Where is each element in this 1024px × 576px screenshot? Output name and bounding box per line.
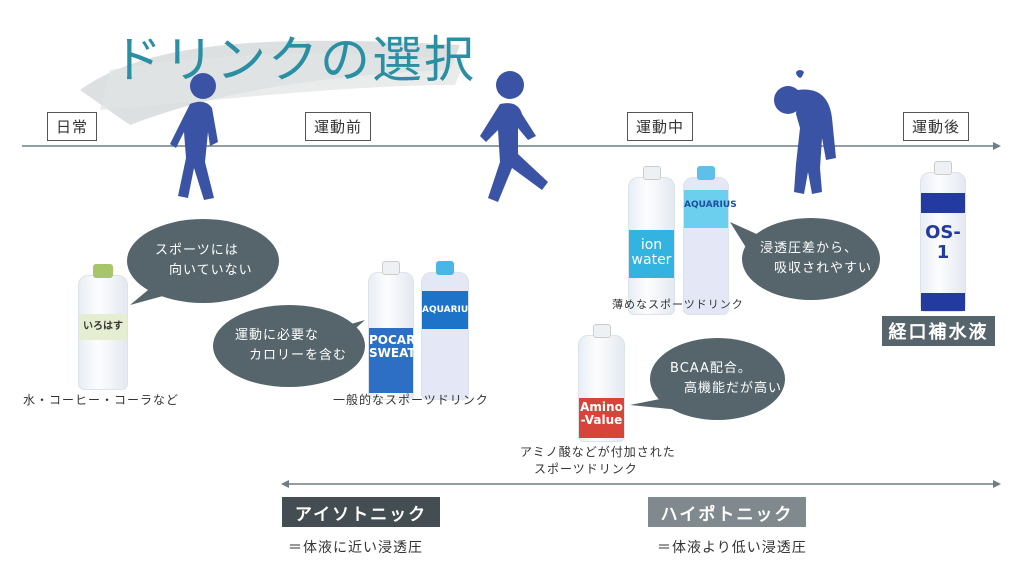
- caption-daily: 水・コーヒー・コーラなど: [23, 393, 180, 407]
- bubble-text: スポーツには: [155, 243, 239, 258]
- amino-value-bottle: Amino -Value: [578, 324, 625, 442]
- ion-water-bottle: ion water: [628, 166, 675, 315]
- bubble-text: カロリーを含む: [249, 348, 348, 363]
- hypotonic-description: ＝体液より低い浸透圧: [657, 540, 807, 556]
- speech-bubble-general: 運動に必要な カロリーを含む: [213, 305, 365, 387]
- caption-general: 一般的なスポーツドリンク: [333, 393, 489, 407]
- bottle-label: Amino -Value: [579, 398, 624, 438]
- caption-diluted: 薄めなスポーツドリンク: [612, 298, 744, 311]
- bottle-label: ion water: [629, 230, 674, 278]
- bubble-text: 浸透圧差から、: [760, 241, 859, 256]
- os1-bottle: OS-1: [920, 161, 966, 312]
- speech-bubble-diluted: 浸透圧差から、 吸収されやすい: [742, 218, 880, 300]
- iroha-bottle: いろはす: [78, 264, 128, 390]
- stage-before-exercise: 運動前: [305, 112, 372, 141]
- bubble-text: BCAA配合。: [670, 361, 752, 376]
- bottle-label: AQUARIUS: [684, 190, 737, 228]
- caption-amino-line1: アミノ酸などが付加された: [520, 445, 676, 459]
- bottle-label: AQUARIUS: [422, 291, 475, 329]
- hypotonic-label: ハイポトニック: [648, 497, 806, 527]
- aquarius-zero-bottle: AQUARIUS: [683, 166, 737, 315]
- page-title: ドリンクの選択: [112, 31, 476, 89]
- walking-person-icon: [170, 73, 218, 200]
- bubble-text: 運動に必要な: [235, 328, 320, 343]
- bubble-text: 向いていない: [169, 263, 253, 278]
- stage-during-exercise: 運動中: [627, 112, 694, 141]
- bubble-text: 吸収されやすい: [774, 261, 873, 276]
- isotonic-label: アイソトニック: [282, 497, 440, 527]
- tired-person-icon: [774, 70, 836, 194]
- bottle-label: OS-1: [925, 222, 961, 263]
- stage-daily: 日常: [47, 112, 98, 141]
- brush-stroke-decoration: [80, 40, 465, 125]
- stage-after-exercise: 運動後: [903, 112, 970, 141]
- aquarius-bottle: AQUARIUS: [421, 261, 475, 400]
- bubble-text: 高機能だが高い: [684, 381, 783, 396]
- speech-bubble-daily: スポーツには 向いていない: [127, 219, 279, 303]
- oral-rehydration-label: 経口補水液: [882, 316, 995, 346]
- bottle-label: いろはす: [79, 314, 127, 340]
- running-person-icon: [480, 71, 548, 202]
- caption-amino-line2: スポーツドリンク: [534, 462, 638, 476]
- pocari-bottle: POCARI SWEAT: [368, 261, 420, 400]
- bottle-label: POCARI SWEAT: [369, 328, 420, 393]
- speech-bubble-amino: BCAA配合。 高機能だが高い: [650, 338, 785, 420]
- isotonic-description: ＝体液に近い浸透圧: [288, 540, 423, 556]
